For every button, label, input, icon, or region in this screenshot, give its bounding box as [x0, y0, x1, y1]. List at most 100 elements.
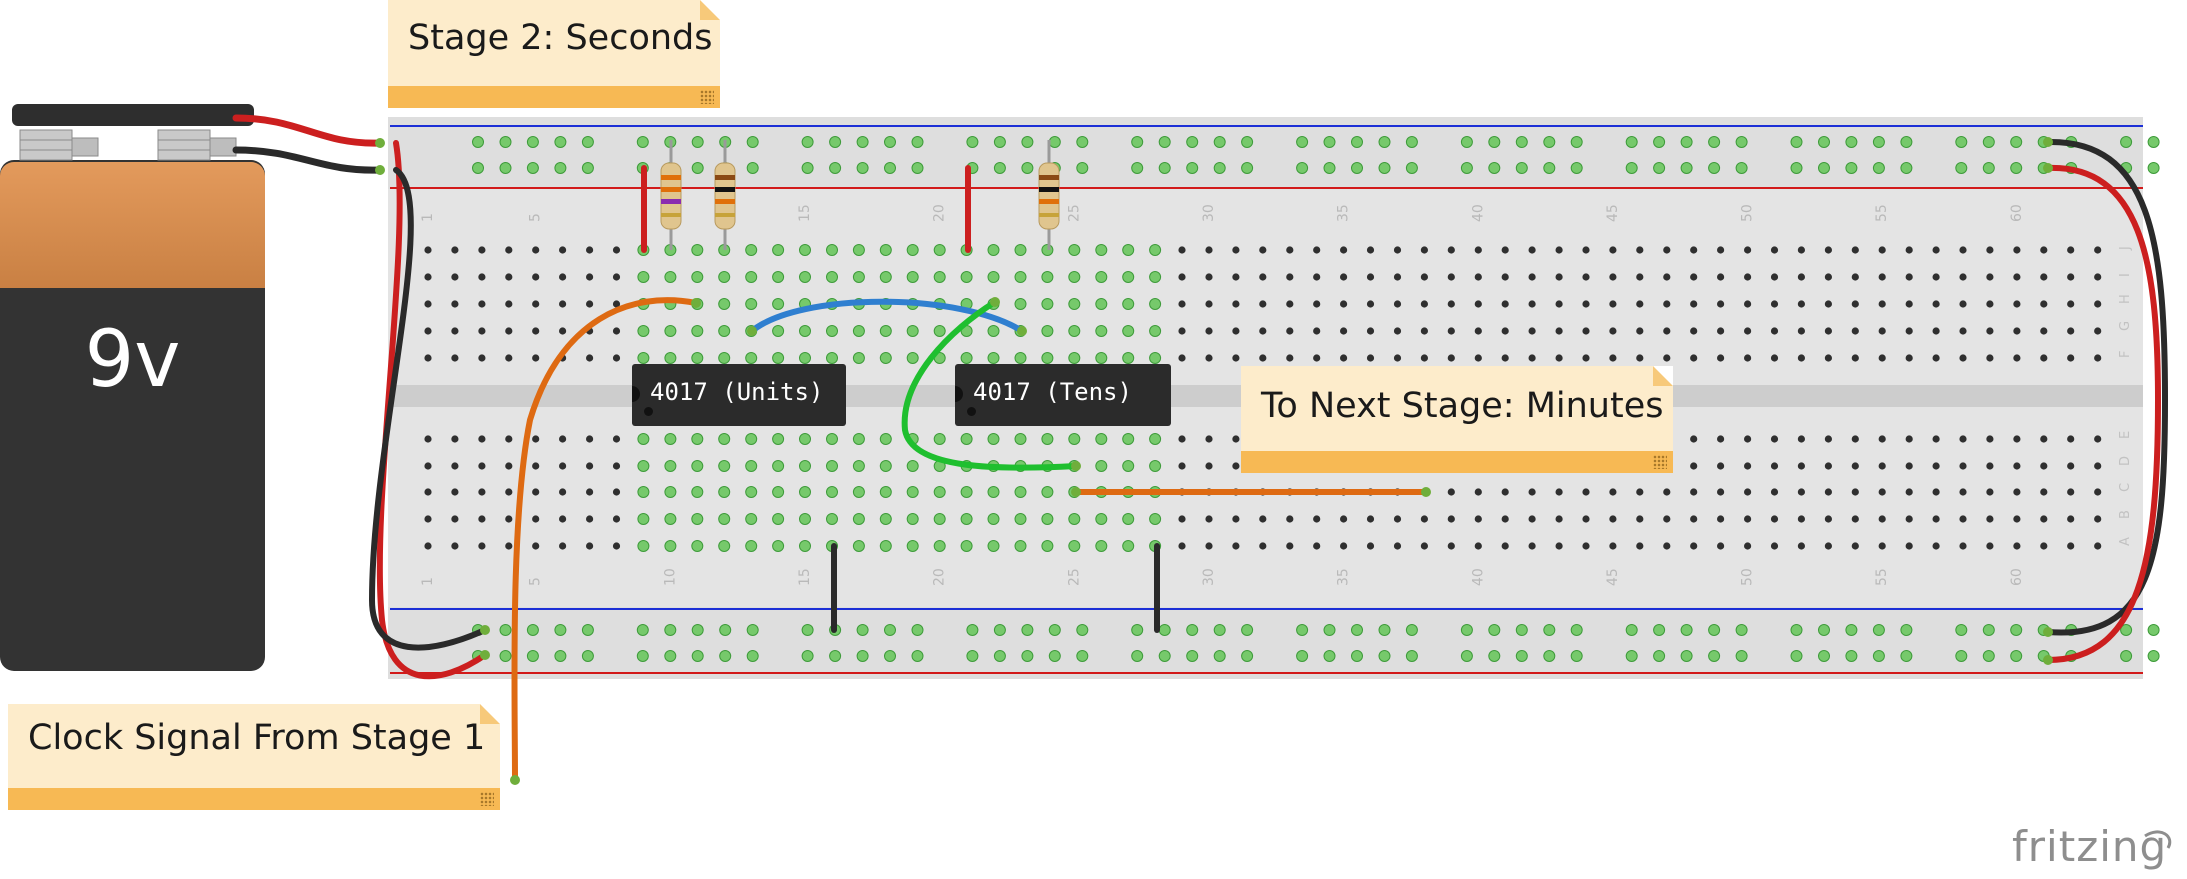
breadboard-hole	[1149, 352, 1162, 364]
row-letter: H	[2118, 294, 2133, 304]
rail-hole	[1708, 162, 1721, 174]
breadboard-hole	[1770, 435, 1779, 443]
rail-hole	[2010, 650, 2023, 662]
breadboard-hole	[1447, 246, 1455, 254]
rail-hole	[691, 136, 704, 148]
breadboard-hole	[1474, 488, 1482, 496]
breadboard-hole	[745, 352, 758, 364]
breadboard-hole	[505, 300, 513, 308]
breadboard-hole	[987, 271, 1000, 283]
note-fold	[480, 704, 500, 724]
breadboard-hole	[424, 515, 432, 523]
breadboard-hole	[1797, 273, 1805, 281]
column-number-bottom: 30	[1201, 568, 1217, 586]
breadboard-hole	[1313, 542, 1321, 550]
breadboard-hole	[1501, 488, 1509, 496]
breadboard-hole	[1259, 354, 1267, 362]
breadboard-hole	[1178, 354, 1186, 362]
column-number-bottom: 40	[1470, 568, 1486, 586]
breadboard-hole	[1851, 462, 1859, 470]
breadboard-hole	[2013, 354, 2021, 362]
breadboard-hole	[1068, 325, 1081, 337]
wire-battery-black	[232, 146, 384, 174]
note-clock-signal[interactable]: Clock Signal From Stage 1	[8, 704, 500, 810]
breadboard-hole	[1393, 515, 1402, 523]
breadboard-hole	[1690, 462, 1698, 470]
breadboard-hole	[1041, 486, 1054, 498]
note-resize-grip[interactable]	[1653, 455, 1667, 469]
chip-pin1-dot	[967, 407, 976, 416]
rail-hole	[1900, 162, 1913, 174]
note-stage2[interactable]: Stage 2: Seconds	[388, 0, 720, 108]
row-letter: G	[2118, 321, 2133, 331]
note-resize-grip[interactable]	[480, 792, 494, 806]
column-number-bottom: 10	[662, 568, 678, 586]
breadboard-hole	[1095, 352, 1108, 364]
column-number-bottom: 5	[528, 577, 544, 586]
rail-hole	[1625, 624, 1638, 636]
breadboard-hole	[1014, 244, 1027, 256]
rail-hole	[1680, 162, 1693, 174]
breadboard-hole	[1717, 354, 1725, 362]
breadboard-hole	[2067, 435, 2075, 443]
breadboard-hole	[960, 352, 973, 364]
rail-hole	[1296, 650, 1309, 662]
breadboard-hole	[1905, 488, 1913, 496]
rail-hole	[1515, 624, 1528, 636]
breadboard-hole	[1259, 515, 1267, 523]
breadboard-hole	[1286, 515, 1294, 523]
breadboard-hole	[612, 435, 621, 443]
row-letter: F	[2118, 351, 2133, 358]
breadboard-hole	[637, 271, 650, 283]
breadboard-hole	[2067, 246, 2075, 254]
breadboard-hole	[505, 435, 513, 443]
breadboard-hole	[1932, 542, 1940, 550]
note-next-stage[interactable]: To Next Stage: Minutes	[1241, 366, 1673, 473]
breadboard-hole	[478, 246, 486, 254]
breadboard-hole	[1095, 540, 1108, 552]
breadboard-hole	[1770, 246, 1779, 254]
breadboard-hole	[478, 542, 486, 550]
breadboard-hole	[1447, 327, 1455, 335]
breadboard-hole	[1582, 327, 1590, 335]
breadboard-hole	[933, 540, 946, 552]
breadboard-hole	[1178, 273, 1186, 281]
breadboard-hole	[1366, 273, 1375, 281]
breadboard-hole	[1014, 298, 1027, 310]
breadboard-hole	[1824, 354, 1832, 362]
breadboard-hole	[505, 542, 513, 550]
breadboard-hole	[1232, 300, 1240, 308]
battery-terminal-right	[157, 129, 237, 161]
breadboard-hole	[1501, 354, 1509, 362]
breadboard-hole	[478, 300, 486, 308]
breadboard-hole	[906, 513, 919, 525]
breadboard-hole	[1474, 542, 1482, 550]
breadboard-hole	[1609, 300, 1617, 308]
breadboard-hole	[1122, 513, 1135, 525]
note-bar	[1241, 451, 1673, 473]
rail-hole	[499, 624, 512, 636]
rail-hole	[1680, 624, 1693, 636]
breadboard-hole	[879, 460, 892, 472]
breadboard-hole	[1609, 246, 1617, 254]
rail-hole	[526, 162, 539, 174]
rail-hole	[1570, 136, 1583, 148]
breadboard-hole	[451, 300, 459, 308]
breadboard-hole	[1797, 542, 1805, 550]
breadboard-hole	[1068, 298, 1081, 310]
breadboard-hole	[852, 433, 865, 445]
breadboard-hole	[1663, 273, 1671, 281]
column-number-bottom: 60	[2009, 568, 2025, 586]
breadboard-hole	[1205, 435, 1213, 443]
breadboard-hole	[1797, 354, 1805, 362]
breadboard-hole	[1122, 298, 1135, 310]
breadboard-hole	[505, 273, 513, 281]
breadboard-hole	[852, 325, 865, 337]
breadboard-hole	[424, 300, 432, 308]
breadboard-hole	[1528, 273, 1536, 281]
rail-hole	[1625, 162, 1638, 174]
breadboard-hole	[1041, 244, 1054, 256]
breadboard-hole	[1122, 244, 1135, 256]
rail-hole	[1982, 650, 1995, 662]
note-resize-grip[interactable]	[700, 90, 714, 104]
